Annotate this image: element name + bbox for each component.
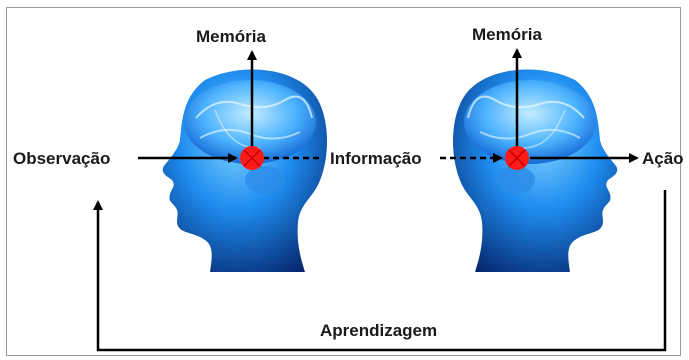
information-label: Informação [330,150,422,167]
observation-label: Observação [13,150,110,167]
left-head-icon [163,69,327,272]
marker-right-icon [505,146,529,170]
learning-label: Aprendizagem [320,322,437,339]
memory-label-right: Memória [472,26,542,43]
action-label: Ação [642,150,684,167]
memory-label-left: Memória [196,28,266,45]
right-head-icon [453,69,617,272]
marker-left-icon [240,146,264,170]
